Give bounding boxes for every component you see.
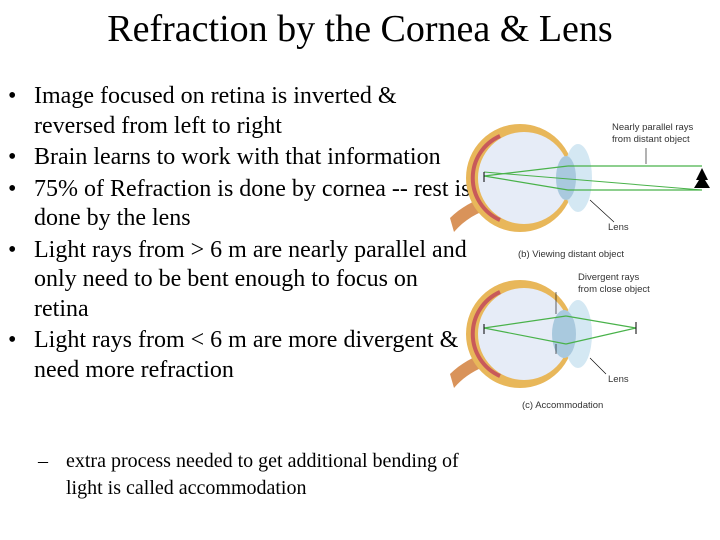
bottom-caption: (c) Accommodation <box>522 400 603 411</box>
ray <box>565 327 637 345</box>
bottom-lens-label: Lens <box>608 374 629 385</box>
ray <box>483 165 569 177</box>
eye-diagram: Nearly parallel rays from distant object… <box>450 122 710 411</box>
list-item: •Image focused on retina is inverted & r… <box>8 83 397 139</box>
sub-bullet: – extra process needed to get additional… <box>38 448 478 502</box>
list-item: •Light rays from > 6 m are nearly parall… <box>8 236 467 322</box>
bullet-dot: • <box>8 327 17 353</box>
top-lens-label: Lens <box>608 222 629 233</box>
list-item: •Light rays from < 6 m are more divergen… <box>8 327 459 383</box>
bullet-list: •Image focused on retina is inverted & r… <box>8 82 478 387</box>
ray <box>483 315 567 329</box>
bullet-dot: • <box>8 236 17 263</box>
leader-line <box>589 357 607 375</box>
ray <box>483 327 567 345</box>
top-caption: (b) Viewing distant object <box>518 249 624 260</box>
list-item: •75% of Refraction is done by cornea -- … <box>8 175 471 232</box>
bullet-dot: • <box>8 175 17 202</box>
eye-figure: Nearly parallel rays from distant object… <box>440 108 720 418</box>
bottom-rays-label-1: Divergent rays <box>578 272 639 283</box>
bottom-rays-label-2: from close object <box>578 284 650 295</box>
lens <box>552 310 576 358</box>
ray <box>565 315 637 329</box>
retina <box>470 290 501 378</box>
tree-icon <box>694 168 710 188</box>
sub-bullet-text: extra process needed to get additional b… <box>66 450 459 499</box>
eyeball-inner <box>478 288 570 380</box>
retina <box>470 134 501 222</box>
eye-close: Divergent rays from close object Lens (c… <box>450 272 650 411</box>
sub-dash: – <box>38 450 48 472</box>
ray <box>483 175 569 191</box>
page-title: Refraction by the Cornea & Lens <box>107 8 613 50</box>
top-rays-label-2: from distant object <box>612 134 690 145</box>
bullet-dot: • <box>8 144 17 170</box>
eyeball-inner <box>478 132 570 224</box>
list-item: •Brain learns to work with that informat… <box>8 143 478 173</box>
top-rays-label-1: Nearly parallel rays <box>612 122 694 133</box>
bullet-dot: • <box>8 83 17 109</box>
ray <box>483 171 703 191</box>
eye-distant: Nearly parallel rays from distant object… <box>450 122 710 260</box>
leader-line <box>589 199 615 223</box>
